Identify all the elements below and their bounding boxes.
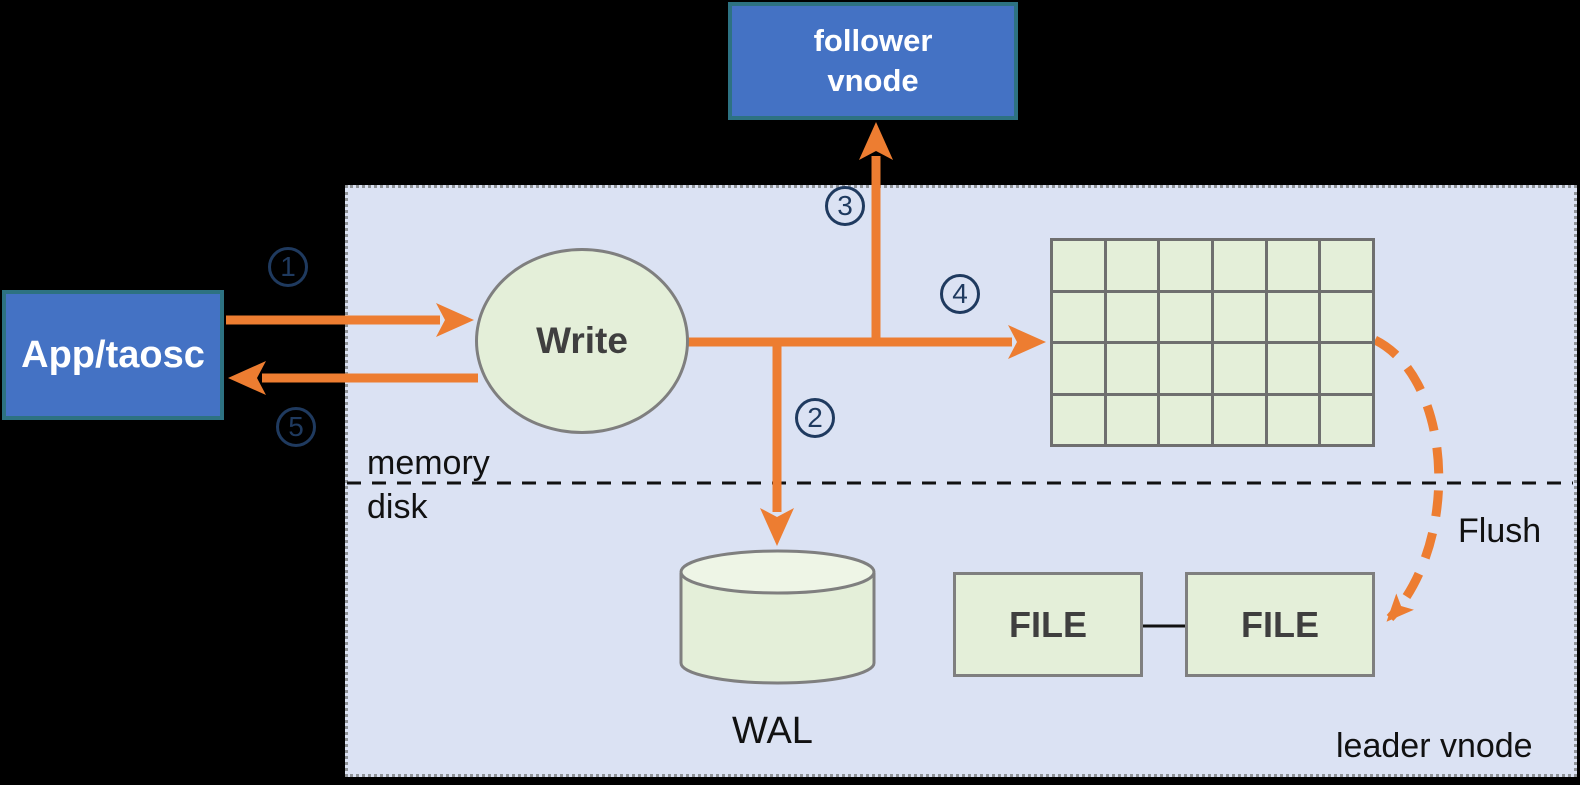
write-process-node: Write (475, 248, 689, 434)
flush-curve-arrow (1372, 335, 1444, 622)
flush-label: Flush (1458, 512, 1542, 550)
memtable-cell (1267, 344, 1319, 393)
app-taosc-label: App/taosc (21, 333, 205, 376)
memtable-cell (1053, 395, 1104, 444)
memtable-cell (1214, 292, 1265, 341)
file-box-left: FILE (953, 572, 1143, 677)
memtable-cell (1321, 292, 1372, 341)
step-badge-5: 5 (276, 407, 316, 447)
memtable-cell (1106, 395, 1158, 444)
memtable-cell (1267, 241, 1319, 290)
follower-vnode-node: follower vnode (728, 2, 1018, 120)
memtable-cell (1214, 241, 1265, 290)
memtable-cell (1160, 241, 1211, 290)
memtable-cell (1106, 241, 1158, 290)
memtable-grid (1050, 238, 1375, 447)
memtable-cell (1214, 344, 1265, 393)
wal-label: WAL (732, 710, 813, 752)
file-left-label: FILE (1009, 603, 1087, 645)
leader-vnode-label: leader vnode (1336, 727, 1533, 765)
step-badge-4: 4 (940, 274, 980, 314)
memtable-cell (1267, 395, 1319, 444)
memtable-cell (1053, 241, 1104, 290)
wal-cylinder (678, 548, 877, 687)
memtable-cell (1321, 344, 1372, 393)
file-box-right: FILE (1185, 572, 1375, 677)
memtable-cell (1053, 292, 1104, 341)
memory-label: memory (367, 444, 490, 482)
step-badge-2: 2 (795, 398, 835, 438)
memtable-cell (1106, 292, 1158, 341)
memtable-cell (1321, 395, 1372, 444)
memtable-cell (1160, 292, 1211, 341)
follower-vnode-label-line1: follower (813, 23, 933, 58)
app-taosc-node: App/taosc (2, 290, 224, 420)
file-right-label: FILE (1241, 603, 1319, 645)
memtable-cell (1160, 344, 1211, 393)
memtable-cell (1053, 344, 1104, 393)
memtable-cell (1267, 292, 1319, 341)
memtable-cell (1214, 395, 1265, 444)
write-label: Write (536, 320, 628, 361)
memtable-cell (1106, 344, 1158, 393)
step-badge-3: 3 (825, 186, 865, 226)
wal-cylinder-shape (679, 549, 876, 685)
step-badge-1: 1 (268, 247, 308, 287)
memtable-cell (1160, 395, 1211, 444)
disk-label: disk (367, 488, 428, 526)
follower-vnode-label-line2: vnode (827, 63, 919, 98)
memtable-cell (1321, 241, 1372, 290)
